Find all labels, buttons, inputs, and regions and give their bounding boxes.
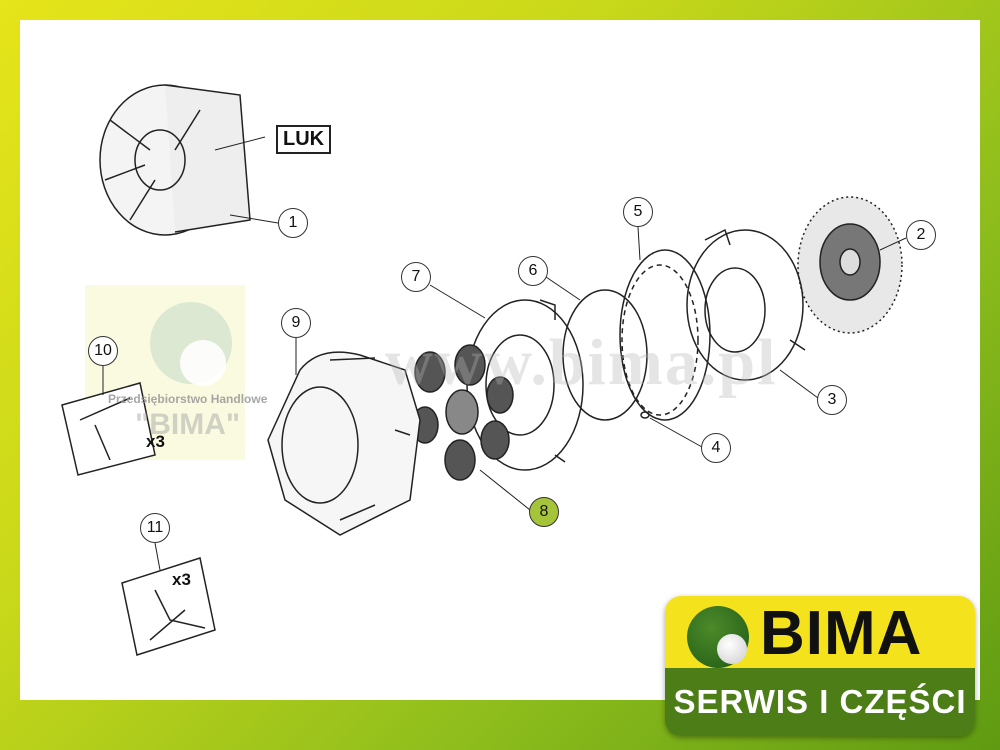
part-11-quantity: x3 [172,570,191,589]
leader-lines [102,136,907,571]
logo-ball-highlight-icon [717,634,747,664]
part-6-ring [562,289,648,421]
luk-brand-label: LUK [276,125,332,154]
watermark-logo-ball-inner [180,340,226,386]
callout-2: 2 [906,220,936,250]
callout-6: 6 [518,256,548,286]
part-3-pressure-plate [686,228,806,381]
part-2-clutch-disc [797,196,903,334]
watermark-company-name: "BIMA" [135,408,241,441]
callout-4: 4 [701,433,731,463]
logo-tagline: SERWIS I CZĘŚCI [665,668,975,736]
callout-3: 3 [817,385,847,415]
watermark-company-line: Przedsiębiorstwo Handlowe [108,392,268,406]
bima-logo: BIMA SERWIS I CZĘŚCI [665,596,975,736]
watermark-url: www.bima.pl [385,326,778,399]
callout-10: 10 [88,336,118,366]
callout-8-highlighted: 8 [529,497,559,527]
logo-name: BIMA [760,599,923,668]
part-5-ring [619,249,711,421]
callout-1: 1 [278,208,308,238]
part-1-clutch-assembly [99,84,251,236]
part-4-pin [640,411,650,419]
part-11-lever [121,557,216,656]
part-10-quantity: x3 [146,432,165,451]
callout-7: 7 [401,262,431,292]
part-9-housing [267,351,421,536]
callout-9: 9 [281,308,311,338]
callout-5: 5 [623,197,653,227]
part-8-ceramic-disc [411,344,514,481]
part-10-lever [61,382,156,476]
callout-11: 11 [140,513,170,543]
logo-top-band: BIMA [665,596,975,668]
